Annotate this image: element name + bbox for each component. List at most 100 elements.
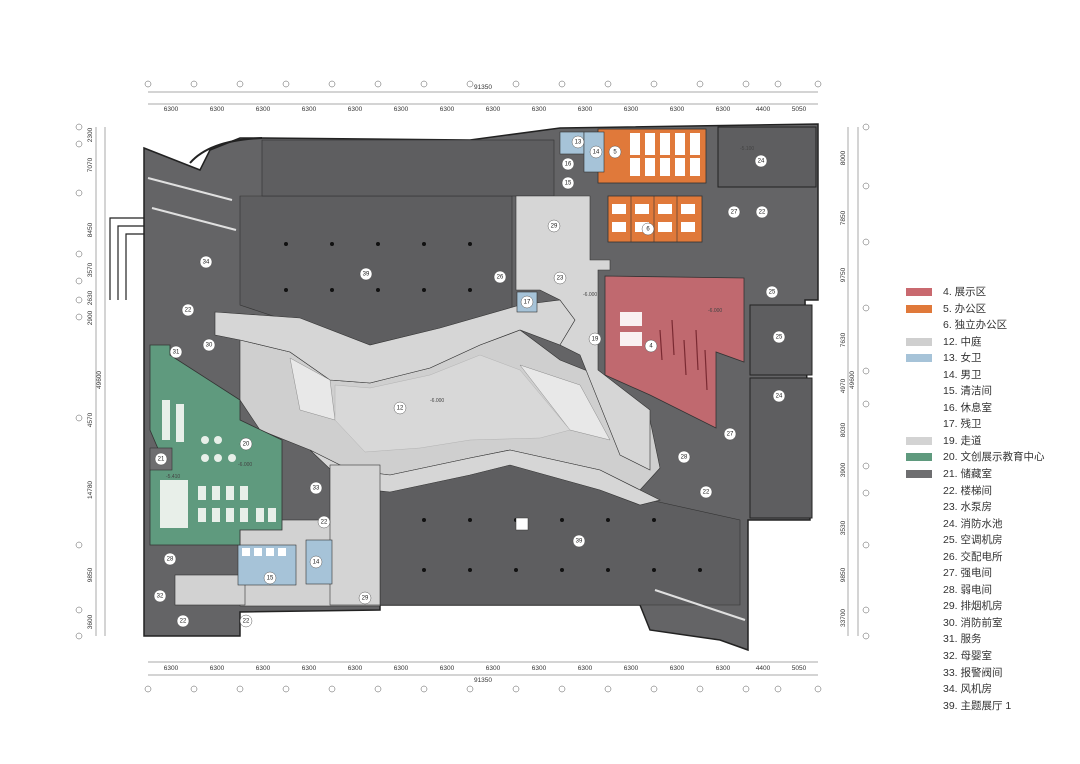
room-tag: 14 [593, 150, 600, 156]
corridor-upper [214, 299, 576, 384]
corridor-bottom-left [174, 574, 246, 606]
education-furniture [160, 400, 276, 528]
right-dim: 7630 [840, 332, 847, 347]
legend-item: 39. 主题展厅 1 [906, 699, 1076, 716]
legend-swatch [906, 436, 932, 445]
room-tag: 28 [681, 455, 688, 461]
span-dim: 6300 [256, 665, 271, 672]
legend-label: 6. 独立办公区 [943, 319, 1008, 332]
left-dim: 8450 [87, 222, 94, 237]
span-dim: 6300 [302, 106, 317, 113]
span-dim: 6300 [302, 665, 317, 672]
left-dim: 7070 [87, 157, 94, 172]
legend-label: 24. 消防水池 [943, 517, 1003, 530]
left-dim: 9850 [87, 567, 94, 582]
axis-bubbles-left [75, 123, 83, 640]
legend-item: 32. 母婴室 [906, 649, 1076, 666]
light-wall-strips [147, 177, 746, 621]
room-tag: 22 [185, 308, 192, 314]
private-office-furniture [612, 204, 695, 232]
room-tag: 16 [565, 162, 572, 168]
legend-label: 39. 主题展厅 1 [943, 699, 1012, 712]
overall-dim-top: 91350 [474, 84, 492, 91]
legend-item: 15. 清洁间 [906, 384, 1076, 401]
right-dim: 9850 [840, 567, 847, 582]
legend-item: 25. 空调机房 [906, 533, 1076, 550]
left-dim: 3600 [87, 614, 94, 629]
right-dim: 3900 [840, 462, 847, 477]
left-dim: 3570 [87, 262, 94, 277]
room-tag: 22 [759, 210, 766, 216]
legend-item: 13. 女卫 [906, 351, 1076, 368]
legend-label: 19. 走道 [943, 434, 982, 447]
room-tag: 15 [267, 576, 274, 582]
room-tag: 22 [703, 490, 710, 496]
legend-swatch [906, 453, 932, 462]
legend-label: 4. 展示区 [943, 286, 987, 298]
span-dim: 6300 [532, 665, 547, 672]
room-tag: 24 [776, 394, 783, 400]
right-dim: 9750 [840, 267, 847, 282]
overall-dim-bottom: 91350 [474, 677, 492, 684]
legend-label: 29. 排烟机房 [943, 600, 1003, 613]
legend-label: 21. 储藏室 [943, 468, 993, 481]
legend-item: 24. 消防水池 [906, 517, 1076, 534]
room-tag: 27 [731, 210, 738, 216]
structural-columns [284, 242, 702, 572]
span-dim: 6300 [348, 106, 363, 113]
span-dim: 6300 [670, 106, 685, 113]
room-tag: 15 [565, 181, 572, 187]
right-dim: 3530 [840, 520, 847, 535]
entry-curve [189, 137, 263, 164]
span-dim: 6300 [348, 665, 363, 672]
room-tag: 39 [576, 539, 583, 545]
top-span-dimensions: 6300 6300 6300 6300 6300 6300 6300 6300 … [164, 106, 807, 113]
span-dim: 6300 [716, 106, 731, 113]
legend-item: 16. 休息室 [906, 401, 1076, 418]
room-tag: 4 [649, 344, 653, 350]
toilet-stalls [242, 548, 286, 556]
left-dim: 14780 [87, 481, 94, 499]
legend-label: 12. 中庭 [943, 335, 982, 348]
right-dim: 49600 [849, 371, 856, 389]
right-dim: 7850 [840, 210, 847, 225]
legend-label: 28. 弱电间 [943, 583, 993, 596]
legend-item: 23. 水泵房 [906, 500, 1076, 517]
room-tag: 22 [180, 619, 187, 625]
office-desks [630, 133, 700, 176]
room-top-strip [261, 139, 555, 197]
room-tag: 23 [557, 276, 564, 282]
room-tag: 32 [157, 594, 164, 600]
span-dim: 6300 [164, 665, 179, 672]
room-tag: 6 [646, 227, 650, 233]
span-dim: 6300 [578, 665, 593, 672]
axis-bubbles-top [144, 80, 822, 88]
legend-label: 33. 报警阀间 [943, 666, 1003, 679]
legend-item: 28. 弱电间 [906, 583, 1076, 600]
legend-item: 17. 残卫 [906, 417, 1076, 434]
span-dim: 6300 [394, 665, 409, 672]
span-dim: 6300 [578, 106, 593, 113]
elevation-education-low: -5.410 [166, 474, 180, 480]
legend-label: 17. 残卫 [943, 418, 982, 431]
left-external-stair [109, 217, 144, 300]
legend-swatch [906, 354, 932, 363]
legend-item: 21. 储藏室 [906, 467, 1076, 484]
legend-label: 27. 强电间 [943, 567, 993, 580]
legend-item: 26. 交配电所 [906, 550, 1076, 567]
span-dim: 6300 [716, 665, 731, 672]
left-dim: 2900 [87, 310, 94, 325]
exhibition-seats [620, 312, 642, 346]
room-tag: 28 [167, 557, 174, 563]
room-tag: 20 [243, 442, 250, 448]
span-dim: 6300 [532, 106, 547, 113]
elevation-exhibition: -6.000 [708, 308, 722, 314]
legend-item: 34. 风机房 [906, 682, 1076, 699]
legend-label: 26. 交配电所 [943, 550, 1003, 563]
right-dim: 33700 [840, 609, 847, 627]
span-dim: 6300 [440, 665, 455, 672]
legend-label: 5. 办公区 [943, 302, 987, 315]
left-dim: 2300 [87, 127, 94, 142]
room-tag: 25 [769, 290, 776, 296]
left-dim: 4570 [87, 412, 94, 427]
